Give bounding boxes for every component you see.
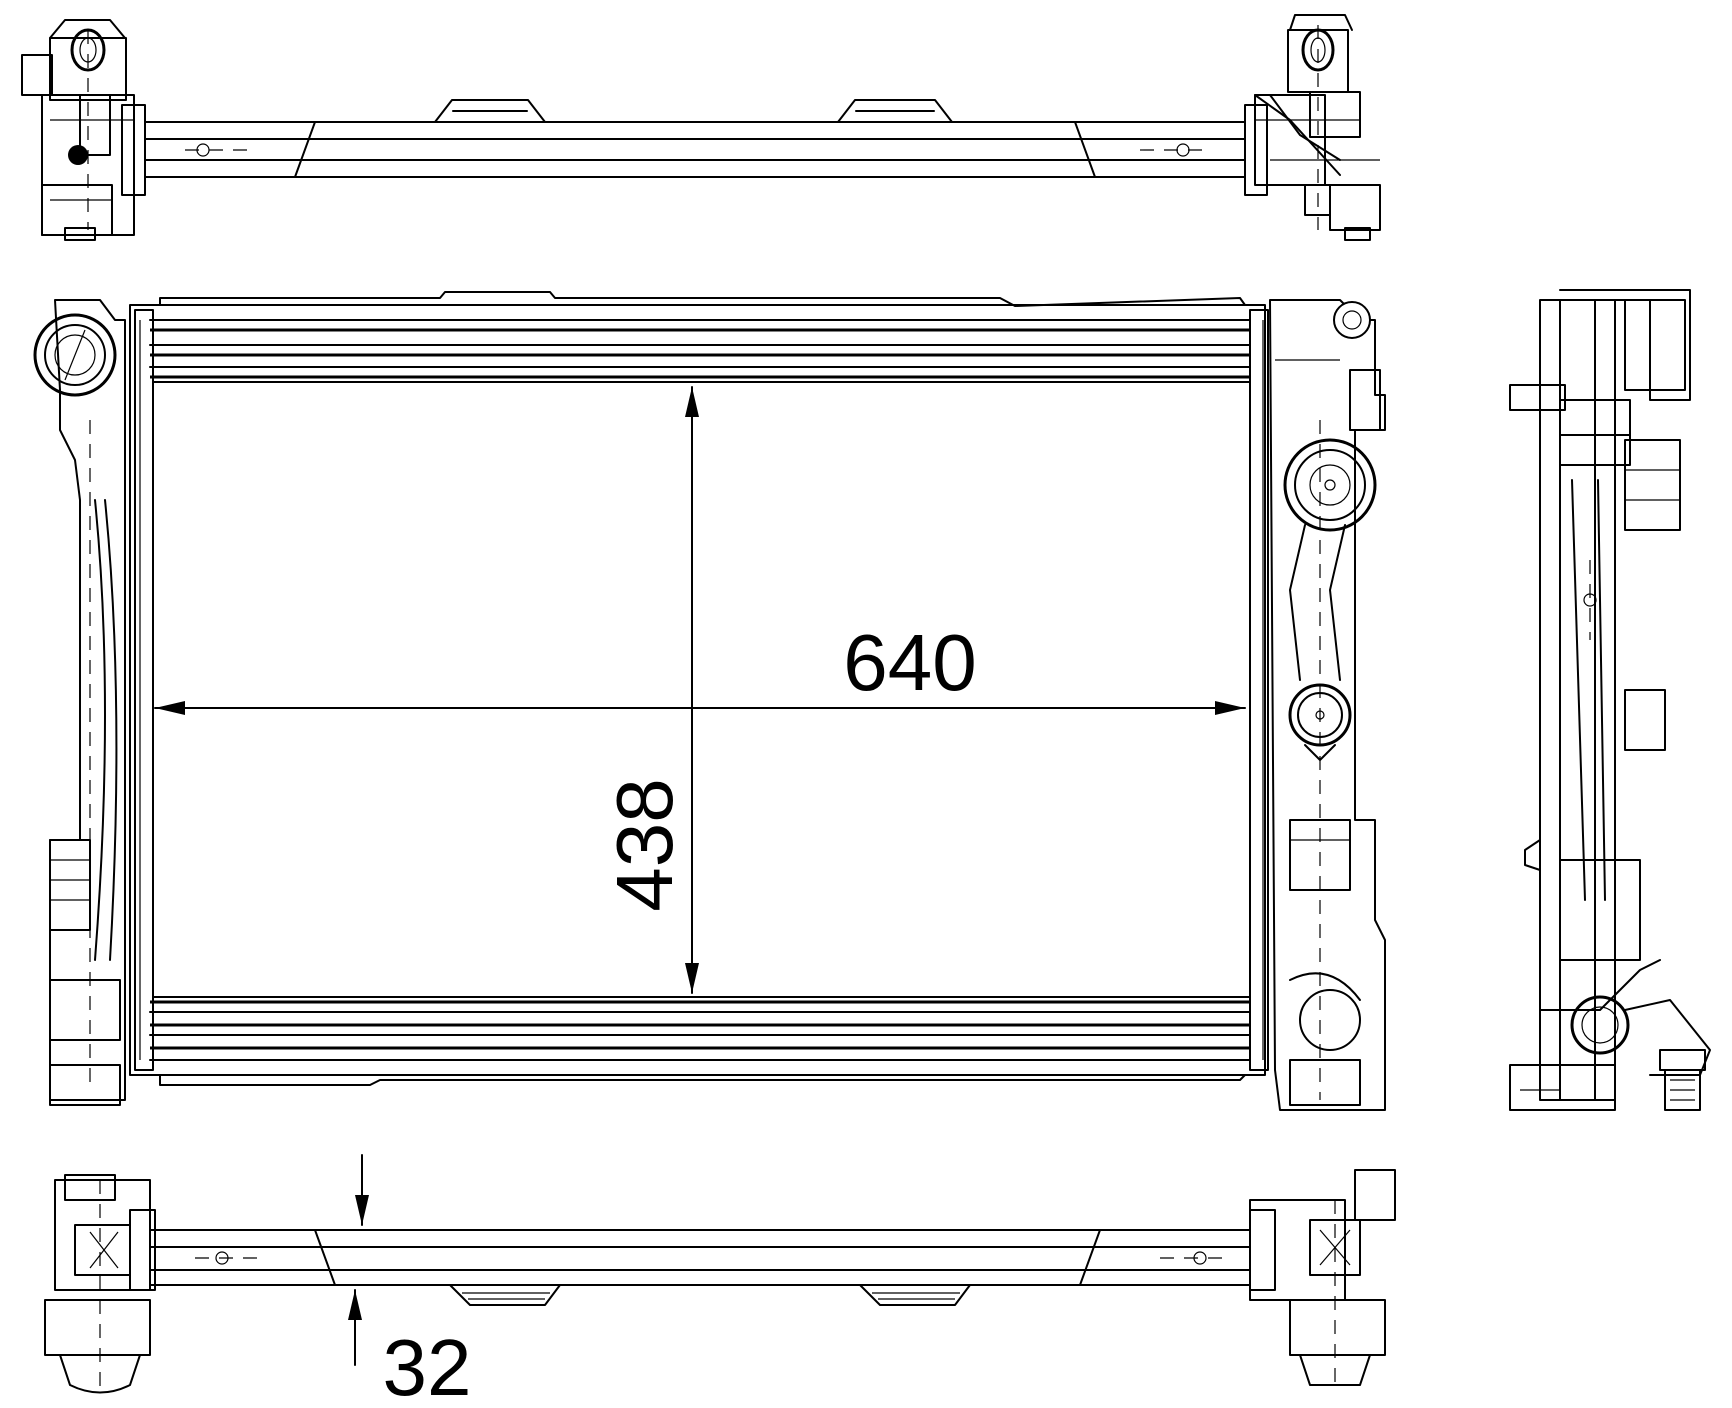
- front-view-right-tank: [1269, 299, 1386, 1111]
- front-view-top-header-tubes: [149, 319, 1251, 379]
- top-view-mount-tab-left: [434, 99, 546, 123]
- bottom-view-core-bar: [149, 1229, 1251, 1286]
- bottom-view-mount-tab-right: [859, 1284, 971, 1306]
- bottom-view: [44, 1169, 1396, 1395]
- front-view-drain-plug: [1333, 301, 1371, 339]
- top-view-left-tank: [21, 19, 146, 241]
- side-view: [1509, 289, 1711, 1111]
- bottom-view-mount-tab-left: [449, 1284, 561, 1306]
- front-view: [33, 291, 1386, 1111]
- bottom-view-right-tank: [1249, 1169, 1396, 1390]
- side-view-upper-connector: [1624, 439, 1681, 531]
- top-view-core-bar: [144, 121, 1246, 178]
- front-view-left-side-plate: [134, 309, 154, 1071]
- top-view: [21, 14, 1381, 241]
- front-view-left-tank: [33, 299, 126, 1106]
- depth-dimension-label: 32: [383, 1323, 472, 1403]
- side-view-mid-connector: [1624, 689, 1666, 751]
- height-dimension-label: 438: [600, 778, 689, 911]
- side-view-lower-port: [1570, 995, 1630, 1055]
- front-view-core-frame: [129, 304, 1266, 1076]
- front-view-bottom-shroud: [159, 1074, 1246, 1086]
- width-dimension-label: 640: [843, 618, 976, 707]
- front-view-left-inlet-port: [33, 313, 117, 397]
- dimension-height: 438: [600, 386, 699, 994]
- front-view-right-upper-port: [1283, 438, 1377, 532]
- front-view-bottom-header-tubes: [149, 1000, 1251, 1061]
- top-view-mount-tab-right: [837, 99, 953, 123]
- bottom-view-left-tank: [44, 1174, 156, 1395]
- dimension-width: 640: [154, 618, 1246, 715]
- dimension-depth: 32: [348, 1154, 472, 1408]
- front-view-top-shroud: [159, 291, 1246, 307]
- side-view-body: [1539, 299, 1616, 1101]
- top-view-right-tank: [1244, 14, 1381, 241]
